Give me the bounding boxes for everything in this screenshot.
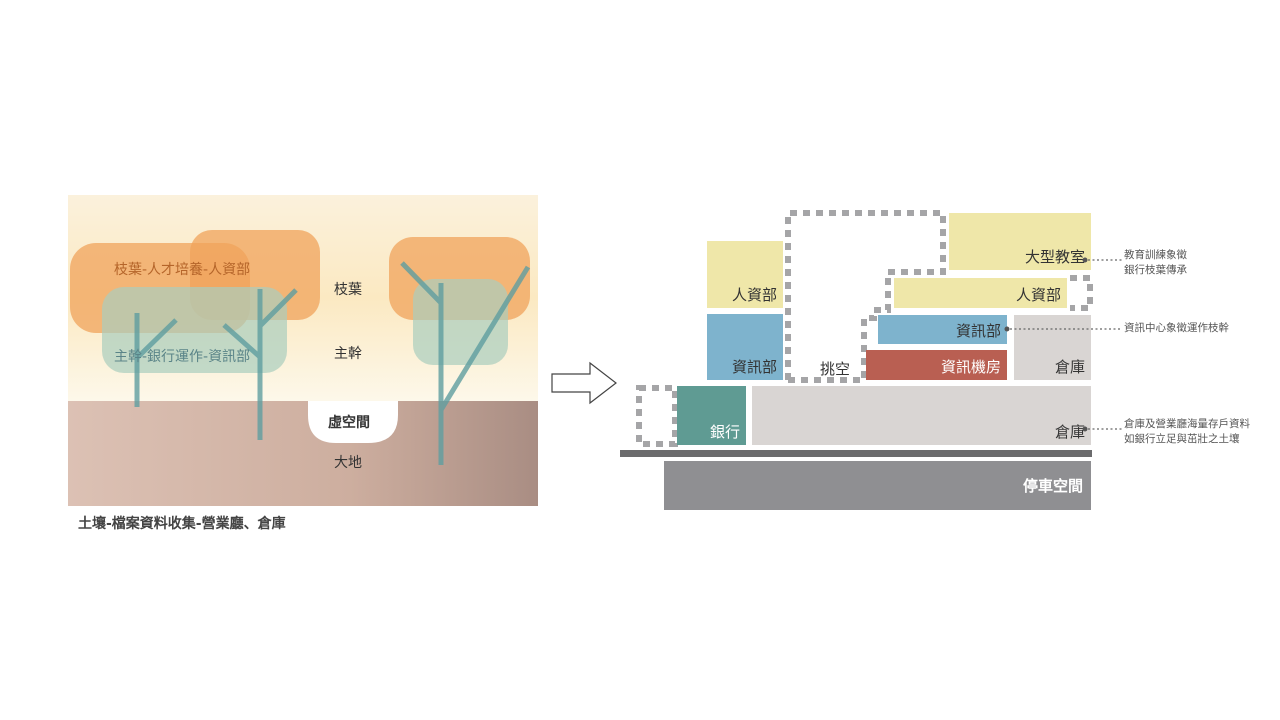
note-classroom-line1: 教育訓練象徵 (1124, 249, 1187, 261)
layer-trunk-label: 主幹 (334, 346, 362, 362)
block-storage-lower: 倉庫 (752, 386, 1091, 445)
ground-bar (620, 450, 1092, 457)
block-classroom: 大型教室 (949, 213, 1091, 270)
block-it-left: 資訊部 (707, 314, 783, 380)
trunk-label: 主幹-銀行運作-資訊部 (114, 349, 251, 365)
block-bank: 銀行 (677, 386, 746, 445)
note-classroom: 教育訓練象徵 銀行枝葉傳承 (1124, 248, 1187, 278)
block-parking: 停車空間 (664, 461, 1091, 510)
block-hr-left: 人資部 (707, 241, 783, 308)
note-classroom-line2: 銀行枝葉傳承 (1124, 264, 1187, 276)
soil-caption: 土壤-檔案資料收集-營業廳、倉庫 (78, 516, 286, 532)
note-storage-line1: 倉庫及營業廳海量存戶資料 (1124, 418, 1250, 430)
foliage-label: 枝葉-人才培養-人資部 (114, 262, 251, 278)
block-server-room: 資訊機房 (866, 350, 1007, 380)
note-storage-line2: 如銀行立足與茁壯之土壤 (1124, 433, 1240, 445)
note-storage: 倉庫及營業廳海量存戶資料 如銀行立足與茁壯之土壤 (1124, 417, 1250, 447)
tree-illustration (68, 195, 538, 506)
tree-metaphor-diagram: 枝葉-人才培養-人資部 主幹-銀行運作-資訊部 枝葉 主幹 虛空間 大地 (68, 195, 538, 506)
void-label: 虛空間 (328, 415, 370, 431)
atrium-label: 挑空 (820, 360, 851, 378)
layer-foliage-label: 枝葉 (334, 282, 362, 298)
block-it-right: 資訊部 (878, 315, 1007, 344)
ground-label: 大地 (334, 455, 362, 471)
block-hr-right: 人資部 (894, 278, 1067, 308)
right-arrow-icon (551, 361, 617, 405)
block-storage-upper: 倉庫 (1014, 315, 1091, 380)
note-it: 資訊中心象徵運作枝幹 (1124, 322, 1229, 334)
